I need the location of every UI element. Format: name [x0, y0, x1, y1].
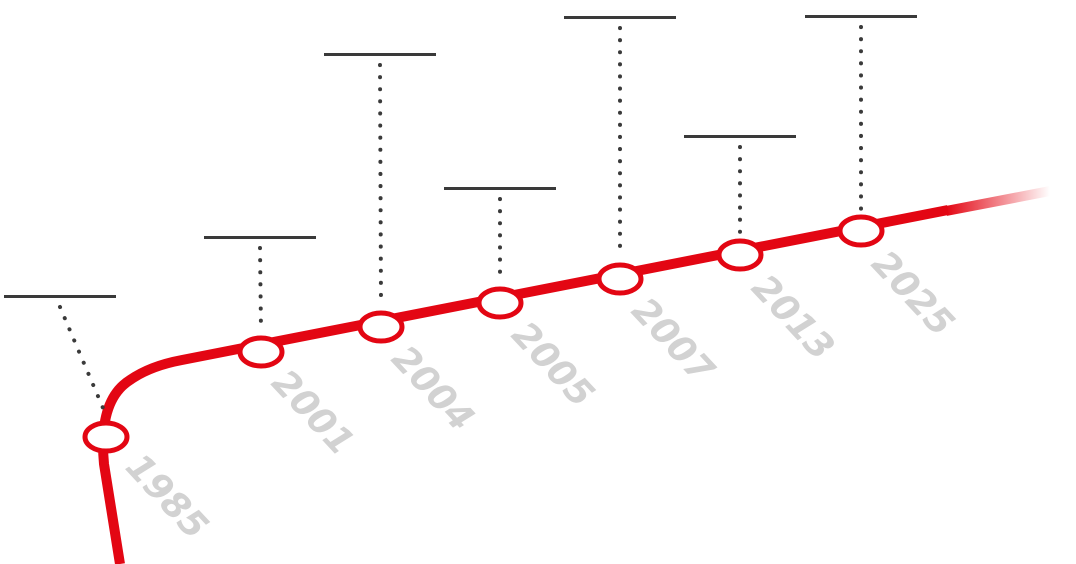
year-label-1985: 1985	[117, 446, 215, 547]
year-label-2007: 2007	[623, 290, 721, 391]
milestone-marker-2025	[837, 214, 885, 248]
label-bar-2004	[324, 53, 436, 56]
year-label-2013: 2013	[743, 267, 841, 368]
milestone-marker-1985	[82, 420, 130, 454]
label-bar-2013	[684, 135, 796, 138]
milestone-marker-2005	[476, 286, 524, 320]
year-label-2001: 2001	[263, 362, 361, 463]
year-label-2004: 2004	[383, 338, 481, 439]
label-bar-2005	[444, 187, 556, 190]
milestone-marker-2013	[716, 238, 764, 272]
markers-layer	[82, 214, 885, 454]
label-bar-2007	[564, 16, 676, 19]
milestone-marker-2001	[237, 335, 285, 369]
connectors-layer	[58, 25, 863, 417]
label-bars-layer	[4, 15, 917, 298]
year-label-2005: 2005	[503, 314, 601, 415]
timeline-line-fade	[945, 186, 1051, 216]
milestone-marker-2007	[596, 262, 644, 296]
label-bar-1985	[4, 295, 116, 298]
year-label-2025: 2025	[863, 243, 961, 344]
label-bar-2025	[805, 15, 917, 18]
connector-1985	[58, 305, 108, 417]
label-bar-2001	[204, 236, 316, 239]
connector-2001	[258, 246, 263, 332]
timeline-line	[98, 205, 949, 564]
connector-2004	[378, 63, 383, 307]
milestone-marker-2004	[357, 310, 405, 344]
